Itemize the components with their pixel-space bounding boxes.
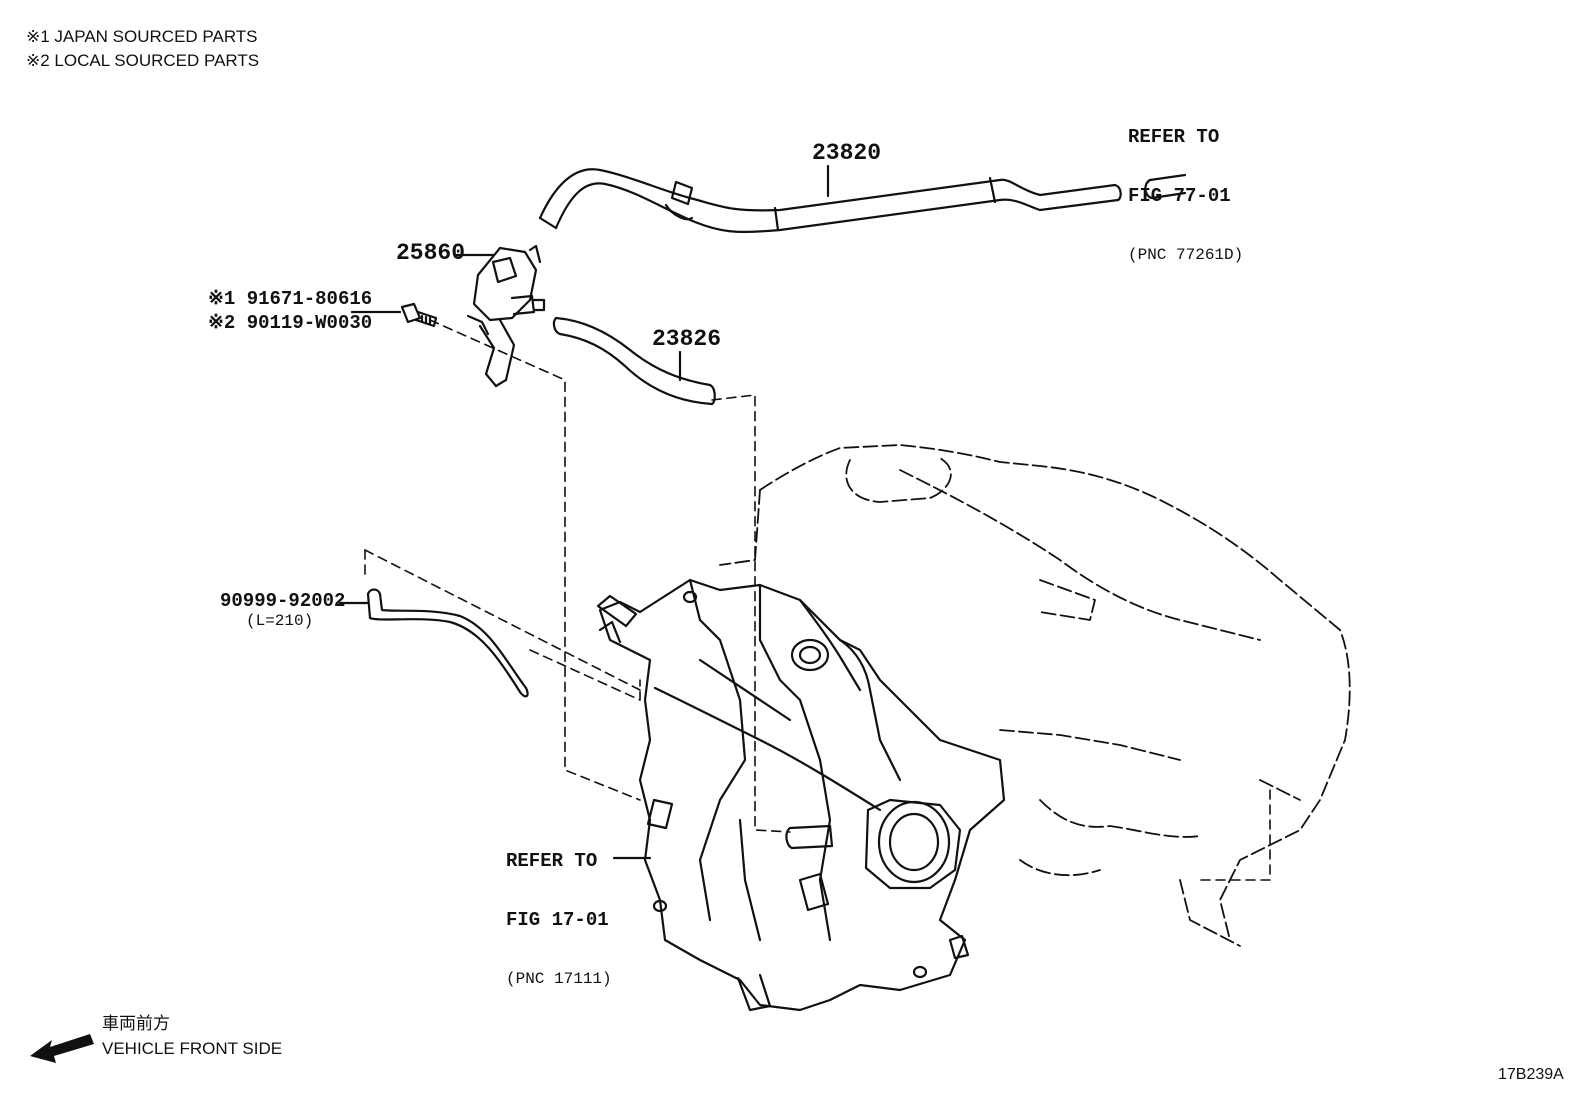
refer-fig17-line1: REFER TO xyxy=(506,850,598,872)
note-local-sourced: ※2 LOCAL SOURCED PARTS xyxy=(26,51,260,70)
refer-fig-77-01[interactable]: REFER TO FIG 77-01 (PNC 77261D) xyxy=(1128,88,1243,301)
refer-fig77-line1: REFER TO xyxy=(1128,126,1220,148)
front-arrow-icon xyxy=(30,1034,94,1063)
dashed-connections xyxy=(364,319,1271,881)
part-label-23820[interactable]: 23820 xyxy=(812,140,882,166)
refer-fig17-pnc: (PNC 17111) xyxy=(506,970,612,988)
part-label-25860[interactable]: 25860 xyxy=(396,240,466,266)
intake-manifold-drawing[interactable] xyxy=(596,578,1006,1012)
bolt-drawing[interactable] xyxy=(400,302,438,328)
part-label-hose-90999[interactable]: 90999-92002 xyxy=(220,590,346,612)
refer-fig77-line2: FIG 77-01 xyxy=(1128,185,1231,207)
hose-23826-drawing[interactable] xyxy=(552,316,716,406)
refer-fig17-line2: FIG 17-01 xyxy=(506,909,609,931)
part-label-bolt-local[interactable]: ※2 90119-W0030 xyxy=(208,312,373,334)
hose-length-label: (L=210) xyxy=(246,612,314,630)
part-label-23826[interactable]: 23826 xyxy=(652,326,722,352)
direction-label-jp: 車両前方 xyxy=(102,1014,170,1033)
hose-90999-drawing[interactable] xyxy=(366,588,529,698)
refer-fig77-pnc: (PNC 77261D) xyxy=(1128,246,1244,264)
direction-label-en: VEHICLE FRONT SIDE xyxy=(102,1039,283,1058)
figure-id: 17B239A xyxy=(1498,1066,1564,1083)
note-japan-sourced: ※1 JAPAN SOURCED PARTS xyxy=(26,27,258,46)
engine-outline xyxy=(719,444,1351,947)
refer-fig-17-01[interactable]: REFER TO FIG 17-01 (PNC 17111) xyxy=(506,812,612,1025)
hose-23820-drawing[interactable] xyxy=(538,168,1122,234)
hose-23820-end xyxy=(1144,173,1187,200)
valve-25860-drawing[interactable] xyxy=(466,244,546,388)
part-label-bolt-japan[interactable]: ※1 91671-80616 xyxy=(208,288,373,310)
